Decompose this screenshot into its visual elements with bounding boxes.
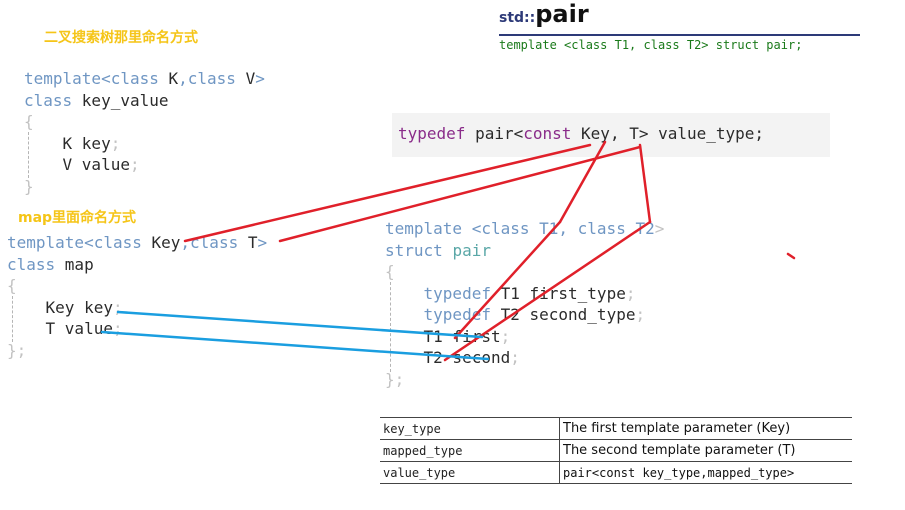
bst-indent-guide xyxy=(28,132,29,178)
ps-l7-semi: ; xyxy=(510,348,520,367)
table-row: key_type The first template parameter (K… xyxy=(380,417,852,440)
red-connector-key-to-map-key xyxy=(183,143,592,243)
bst-l1-kw2: ,class xyxy=(178,69,246,88)
pair-struct-indent-guide xyxy=(390,282,391,372)
map-l1-p1: Key xyxy=(151,233,181,252)
member-type-name: mapped_type xyxy=(380,439,560,462)
typedef-value-type-box: typedef pair<const Key, T> value_type; xyxy=(392,113,830,157)
ps-l6-semi: ; xyxy=(500,326,511,346)
bst-l4-name: key xyxy=(81,133,111,153)
ps-l5-kw: typedef xyxy=(423,305,491,324)
bst-code-block: template<class K,class V> class key_valu… xyxy=(24,68,265,197)
bst-l1-p1: K xyxy=(168,69,179,88)
map-l2-kw: class xyxy=(7,254,65,274)
map-code-block: template<class Key,class T> class map { … xyxy=(7,232,267,361)
pair-title-underline xyxy=(499,34,860,36)
map-l2-name: map xyxy=(64,254,94,274)
map-l1-end: > xyxy=(257,233,268,252)
map-l1-kw1: template<class xyxy=(7,233,152,252)
bst-l5-semi: ; xyxy=(129,155,140,174)
ps-l1-p1: T1 xyxy=(539,219,559,238)
bst-l4-semi: ; xyxy=(110,133,121,153)
bst-l1-p2: V xyxy=(245,69,256,88)
red-connector-t1-to-first xyxy=(453,220,562,340)
ps-l4-kw: typedef xyxy=(423,283,491,303)
map-l4-semi: ; xyxy=(112,297,123,317)
ps-l2-name: pair xyxy=(452,240,491,260)
typedef-const-keyword: const xyxy=(523,124,572,143)
ps-l1-kw: template <class xyxy=(385,219,540,238)
bst-close-brace: } xyxy=(24,176,34,196)
member-type-name: value_type xyxy=(380,461,560,484)
bst-l5-name: value xyxy=(81,155,130,174)
blue-connector-value-to-second xyxy=(100,330,490,361)
map-l4-type: Key xyxy=(45,297,85,317)
red-connector-t-to-map-t xyxy=(278,145,642,243)
table-row: value_type pair<const key_type,mapped_ty… xyxy=(380,461,852,484)
bst-l4-type: K xyxy=(62,133,82,153)
member-type-desc: pair<const key_type,mapped_type> xyxy=(559,461,852,484)
ps-l5-rest: T2 second_type xyxy=(490,305,636,324)
pair-namespace: std:: xyxy=(499,10,536,26)
red-connectors xyxy=(183,140,796,362)
blue-connector-key-to-first xyxy=(116,310,484,339)
ps-l2-kw: struct xyxy=(385,240,453,260)
red-stray-mark xyxy=(786,252,796,260)
map-close-brace: }; xyxy=(7,340,27,360)
bst-naming-label: 二叉搜索树那里命名方式 xyxy=(44,30,198,46)
bst-open-brace: { xyxy=(24,112,34,131)
member-type-name: key_type xyxy=(380,417,560,440)
ps-close-brace: }; xyxy=(385,369,405,389)
blue-connectors xyxy=(100,310,490,361)
ps-l5-semi: ; xyxy=(635,305,646,324)
red-connector-t-to-t2 xyxy=(638,143,652,224)
pair-struct-code-block: template <class T1, class T2> struct pai… xyxy=(385,218,664,390)
ps-l1-sep: , class xyxy=(558,219,636,238)
pair-signature: template <class T1, class T2> struct pai… xyxy=(499,38,803,52)
bst-l5-type: V xyxy=(62,155,82,174)
map-open-brace: { xyxy=(7,276,17,295)
map-l5-semi: ; xyxy=(112,319,123,338)
red-connector-key-to-t1 xyxy=(558,140,607,224)
bst-l2-kw: class xyxy=(24,90,82,110)
bst-l1-end: > xyxy=(255,69,265,88)
member-type-desc: The first template parameter (Key) xyxy=(559,417,852,440)
map-indent-guide xyxy=(12,296,13,342)
pair-reference-title: std::pair xyxy=(499,0,589,28)
typedef-keyword: typedef xyxy=(398,124,466,143)
map-l4-name: key xyxy=(84,297,113,317)
ps-l7: T2 second xyxy=(423,348,511,367)
map-naming-label: map里面命名方式 xyxy=(18,210,137,226)
map-l5-name: value xyxy=(64,319,113,338)
pair-name: pair xyxy=(535,0,589,28)
member-types-table: key_type The first template parameter (K… xyxy=(380,417,852,484)
ps-open-brace: { xyxy=(385,262,395,281)
typedef-rest: Key, T> value_type; xyxy=(571,124,765,143)
bst-l2-name: key_value xyxy=(81,90,169,110)
map-l1-p2: T xyxy=(247,233,258,252)
typedef-pre: pair< xyxy=(465,124,524,143)
red-connector-t2-to-second xyxy=(443,220,652,362)
ps-l1-end: > xyxy=(654,219,665,238)
map-l5-type: T xyxy=(45,319,65,338)
bst-l1-kw1: template<class xyxy=(24,69,169,88)
ps-l1-p2: T2 xyxy=(635,219,655,238)
ps-l4-semi: ; xyxy=(625,283,636,303)
